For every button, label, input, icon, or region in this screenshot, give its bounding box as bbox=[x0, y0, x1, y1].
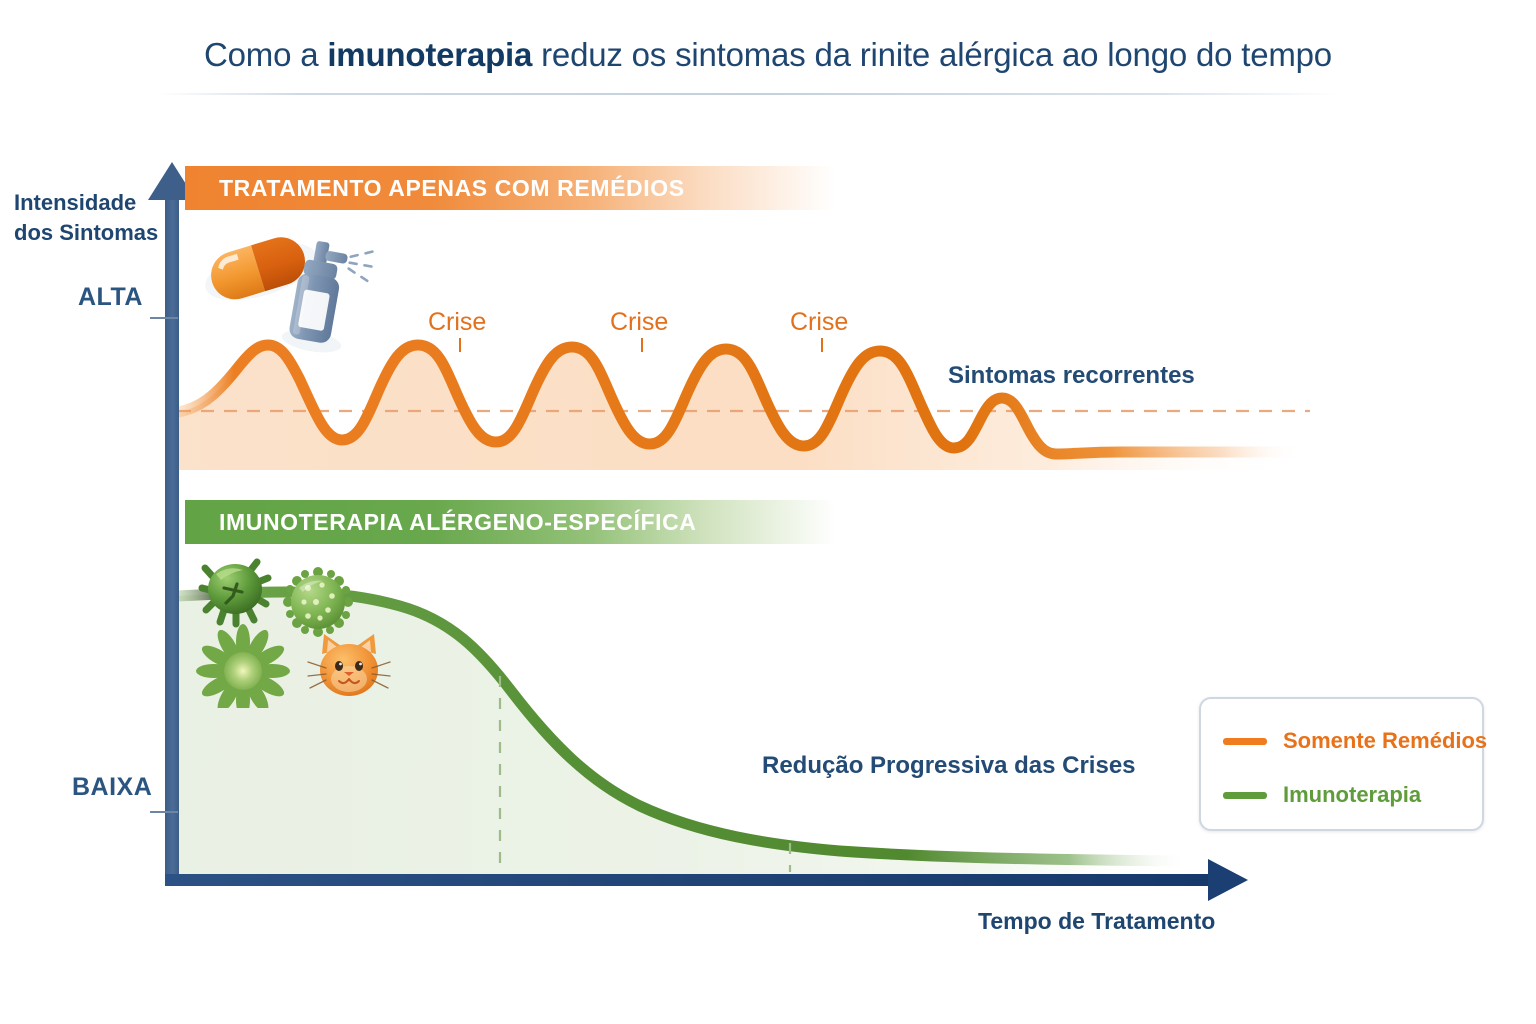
immunotherapy-area-fill bbox=[178, 591, 1190, 875]
legend-item-medication[interactable]: Somente Remédios bbox=[1223, 728, 1487, 754]
y-axis-line bbox=[165, 190, 179, 880]
crisis-label-2: Crise bbox=[610, 308, 669, 336]
dust-mite-icon bbox=[198, 558, 272, 628]
y-axis-label-line1: Intensidade bbox=[14, 190, 137, 215]
immunotherapy-decline-line bbox=[172, 586, 1196, 867]
legend-label-medication: Somente Remédios bbox=[1283, 728, 1488, 753]
medication-wave-line bbox=[172, 339, 1306, 460]
y-tick-label-high: ALTA bbox=[78, 283, 143, 311]
banner-medication-only: TRATAMENTO APENAS COM REMÉDIOS bbox=[185, 166, 835, 210]
title-divider bbox=[158, 93, 1338, 95]
cat-allergen-icon bbox=[307, 634, 391, 696]
medication-area-fill bbox=[178, 345, 1300, 470]
annotation-progressive-reduction: Redução Progressiva das Crises bbox=[762, 752, 1136, 779]
immunotherapy-series-group bbox=[172, 586, 1196, 875]
title-part-post: reduz os sintomas da rinite alérgica ao … bbox=[532, 36, 1332, 73]
y-tick-label-low: BAIXA bbox=[72, 773, 153, 801]
crisis-label-3: Crise bbox=[790, 308, 849, 336]
y-axis-label: Intensidade dos Sintomas bbox=[14, 188, 164, 248]
y-axis-arrowhead bbox=[148, 162, 196, 200]
crisis-tick-2 bbox=[641, 338, 643, 352]
chart-legend: Somente Remédios Imunoterapia bbox=[1199, 697, 1487, 831]
medication-series-group bbox=[172, 339, 1310, 470]
medication-icons-group bbox=[205, 237, 376, 353]
x-axis-arrowhead bbox=[1208, 859, 1248, 901]
legend-swatch-immunotherapy-icon bbox=[1223, 791, 1267, 799]
title-part-pre: Como a bbox=[204, 36, 328, 73]
crisis-label-1: Crise bbox=[428, 308, 487, 336]
page-title: Como a imunoterapia reduz os sintomas da… bbox=[0, 36, 1536, 74]
title-emphasis: imunoterapia bbox=[327, 36, 533, 73]
legend-label-immunotherapy: Imunoterapia bbox=[1283, 782, 1422, 807]
pollen-flower-icon bbox=[196, 624, 290, 708]
pollen-spore-icon bbox=[283, 567, 353, 637]
crisis-tick-3 bbox=[821, 338, 823, 352]
banner-immunotherapy: IMUNOTERAPIA ALÉRGENO-ESPECÍFICA bbox=[185, 500, 835, 544]
x-axis-label: Tempo de Tratamento bbox=[978, 908, 1216, 934]
axis-group bbox=[148, 162, 1248, 901]
capsule-pill-icon bbox=[205, 237, 318, 301]
crisis-tick-1 bbox=[459, 338, 461, 352]
allergen-icons-group bbox=[196, 558, 391, 708]
legend-item-immunotherapy[interactable]: Imunoterapia bbox=[1223, 782, 1421, 808]
y-axis-label-line2: dos Sintomas bbox=[14, 220, 159, 245]
nasal-spray-icon bbox=[281, 241, 376, 353]
legend-swatch-medication-icon bbox=[1223, 737, 1267, 745]
x-axis-line bbox=[165, 874, 1220, 886]
annotation-recurrent-symptoms: Sintomas recorrentes bbox=[948, 362, 1195, 389]
